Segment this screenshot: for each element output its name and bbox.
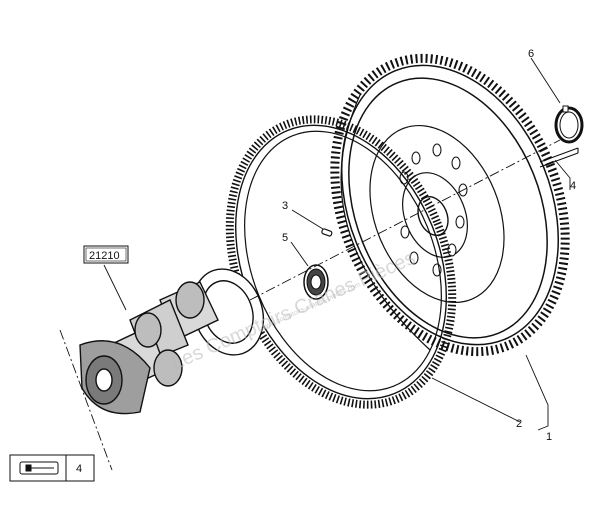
flywheel-bolts bbox=[539, 147, 579, 168]
pilot-bearing bbox=[303, 264, 329, 300]
callout-3: 3 bbox=[282, 200, 288, 212]
callout-5: 5 bbox=[282, 232, 288, 244]
snap-ring bbox=[554, 105, 584, 144]
callout-2: 2 bbox=[516, 418, 522, 430]
crankshaft bbox=[79, 268, 265, 415]
dowel-pin bbox=[321, 228, 333, 237]
axis-lines bbox=[59, 139, 561, 471]
reference-group-box[interactable]: 21210 bbox=[83, 245, 129, 264]
callout-4: 4 bbox=[570, 180, 576, 192]
callout-1: 1 bbox=[546, 431, 552, 443]
bolt-icon bbox=[19, 461, 59, 475]
legend-box: 4 bbox=[9, 454, 95, 482]
legend-quantity: 4 bbox=[76, 463, 82, 475]
callout-6: 6 bbox=[528, 48, 534, 60]
leader-lines bbox=[103, 57, 571, 431]
reference-group-label: 21210 bbox=[89, 250, 120, 262]
